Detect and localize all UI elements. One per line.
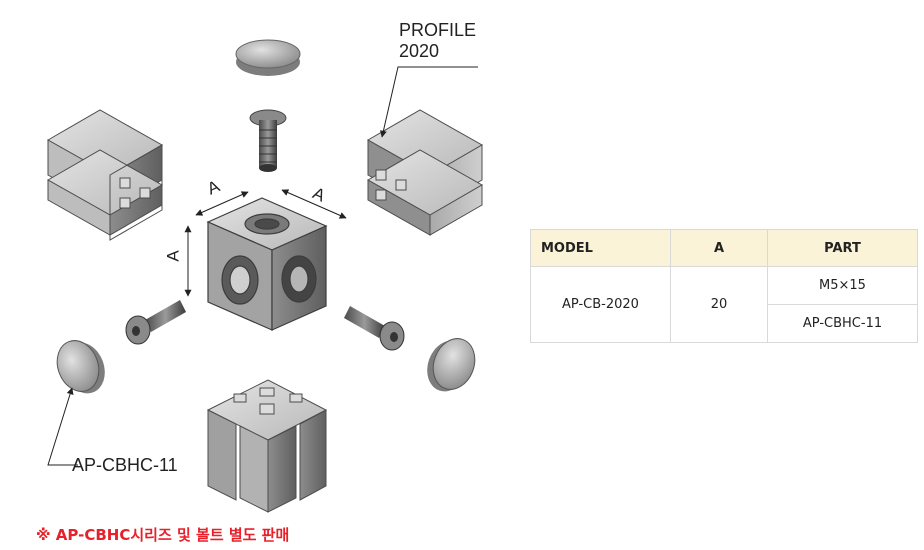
profile-label-line2: 2020 <box>399 41 440 61</box>
left-profile-2020 <box>46 109 164 241</box>
header-part: PART <box>767 229 918 267</box>
header-model: MODEL <box>530 229 671 267</box>
bottom-profile-2020 <box>206 379 328 513</box>
header-a: A <box>670 229 768 267</box>
exploded-assembly-diagram <box>46 39 484 513</box>
dimension-lines <box>184 189 347 297</box>
left-bolt <box>125 300 186 345</box>
profile-label-line1: PROFILE <box>399 20 477 40</box>
top-cap <box>235 39 301 76</box>
a-value-cell: 20 <box>670 266 768 343</box>
right-cap <box>427 338 476 392</box>
part-cell-cap: AP-CBHC-11 <box>767 304 918 343</box>
sale-note: ※ AP-CBHC시리즈 및 볼트 별도 판매 <box>36 526 290 544</box>
cap-part-label: AP-CBHC-11 <box>72 455 178 475</box>
table-row: AP-CBHC-11 <box>531 304 918 343</box>
model-cell: AP-CB-2020 <box>530 266 671 343</box>
profile-leader-line <box>379 66 478 138</box>
left-cap <box>56 340 105 394</box>
dimension-a-label-left: A <box>163 250 183 262</box>
cube-connector <box>206 197 328 331</box>
table-header-row: MODEL A PART <box>530 229 918 267</box>
spec-table: MODEL A PART AP-CB-2020 20 M5×15 AP-CBHC… <box>530 229 918 343</box>
right-bolt <box>344 306 405 351</box>
part-cell-bolt: M5×15 <box>767 266 918 305</box>
right-profile-2020 <box>366 109 484 236</box>
top-bolt <box>249 109 287 172</box>
table-row: AP-CB-2020 20 M5×15 <box>530 266 918 343</box>
cap-leader-line <box>47 387 78 466</box>
